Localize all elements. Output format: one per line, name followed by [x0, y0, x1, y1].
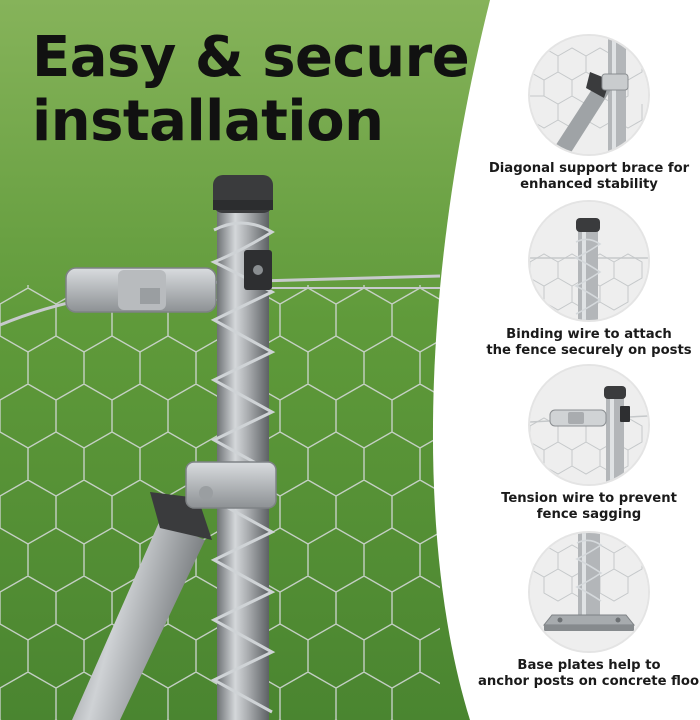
headline: Easy & secure installation	[32, 25, 470, 154]
diagonal-brace-icon	[530, 36, 648, 154]
feature-caption: Binding wire to attach the fence securel…	[478, 327, 700, 359]
feature-caption-line-2: fence sagging	[536, 507, 642, 522]
feature-diagonal-brace: Diagonal support brace for enhanced stab…	[478, 36, 700, 193]
feature-base-plate: Base plates help to anchor posts on conc…	[478, 533, 700, 690]
feature-caption-line-2: enhanced stability	[520, 177, 658, 192]
base-plate-icon	[530, 533, 648, 651]
feature-caption-line-2: anchor posts on concrete floor	[478, 674, 700, 689]
feature-tension-wire: Tension wire to prevent fence sagging	[478, 366, 700, 523]
feature-caption-line-1: Diagonal support brace for	[488, 161, 690, 176]
headline-line-1: Easy & secure	[32, 25, 470, 90]
feature-caption: Base plates help to anchor posts on conc…	[478, 658, 700, 690]
tension-wire-icon	[530, 366, 648, 484]
feature-caption-line-1: Tension wire to prevent	[501, 491, 677, 506]
feature-binding-wire: Binding wire to attach the fence securel…	[478, 202, 700, 359]
headline-line-2: installation	[32, 89, 384, 154]
feature-caption: Tension wire to prevent fence sagging	[478, 491, 700, 523]
binding-wire-post-icon	[530, 202, 648, 320]
feature-caption-line-1: Binding wire to attach	[506, 327, 672, 342]
feature-caption: Diagonal support brace for enhanced stab…	[478, 161, 700, 193]
feature-caption-line-1: Base plates help to	[517, 658, 661, 673]
feature-caption-line-2: the fence securely on posts	[486, 343, 692, 358]
